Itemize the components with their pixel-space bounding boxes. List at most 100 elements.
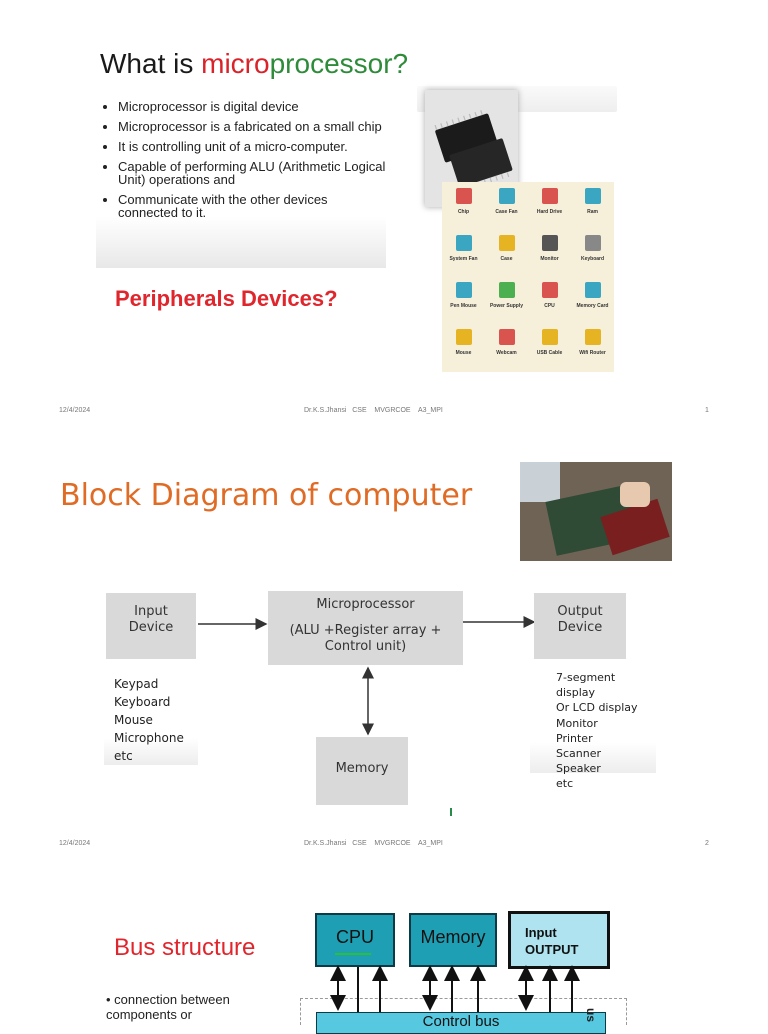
list-item: Or LCD display	[556, 701, 638, 715]
input-output-box: Input OUTPUT	[508, 911, 610, 969]
peripheral-cell: Memory Card	[571, 276, 614, 323]
output-device-box: Output Device	[534, 593, 626, 659]
io-input-label: Input	[525, 925, 557, 940]
footer-author: Dr.K.S.Jhansi CSE MVGRCOE A3_MPI	[304, 840, 443, 847]
input-device-label: Input Device	[128, 604, 174, 635]
slide1-title: What is microprocessor?	[100, 48, 408, 80]
bus-dashed-frame	[300, 998, 627, 1025]
peripheral-cell: Chip	[442, 182, 485, 229]
peripheral-label: Pen Mouse	[450, 303, 477, 309]
bullet-dot: •	[106, 992, 115, 1007]
webcam-icon	[498, 329, 515, 345]
input-device-box: Input Device	[106, 593, 196, 659]
list-item: Printer	[556, 731, 593, 745]
control-bus: Control bus	[316, 1012, 606, 1034]
bullet-item: Microprocessor is digital device	[118, 100, 386, 113]
io-output-label: OUTPUT	[525, 942, 579, 957]
peripheral-cell: Wifi Router	[571, 323, 614, 370]
peripheral-cell: Webcam	[485, 323, 528, 370]
list-item: Mouse	[114, 713, 153, 727]
peripheral-cell: CPU	[528, 276, 571, 323]
chip-photo	[425, 90, 518, 207]
peripheral-label: System Fan	[449, 256, 478, 262]
peripherals-heading: Peripherals Devices?	[115, 286, 338, 311]
peripheral-cell: Mouse	[442, 323, 485, 370]
side-label: us	[584, 1008, 598, 1023]
block-diagram-arrows	[198, 616, 536, 816]
footer-page-number: 1	[705, 407, 709, 414]
peripheral-label: Case Fan	[495, 209, 518, 215]
peripheral-label: Webcam	[496, 350, 517, 356]
chip-icon	[455, 188, 472, 204]
peripheral-cell: Keyboard	[571, 229, 614, 276]
microprocessor-label: Microprocessor	[316, 597, 415, 612]
monitor-icon	[541, 235, 558, 251]
mouse-icon	[455, 329, 472, 345]
peripheral-cell: Monitor	[528, 229, 571, 276]
system-fan-icon	[455, 235, 472, 251]
lab-photo	[520, 462, 672, 561]
list-item: Speaker	[556, 762, 601, 776]
keyboard-icon	[584, 235, 601, 251]
hard-drive-icon	[541, 188, 558, 204]
bullet-item: Microprocessor is a fabricated on a smal…	[118, 120, 386, 133]
list-item: Keypad	[114, 677, 159, 691]
peripheral-cell: Hard Drive	[528, 182, 571, 229]
bullet-item: Capable of performing ALU (Arithmetic Lo…	[118, 160, 386, 186]
output-devices-list: 7-segment display Or LCD display Monitor…	[530, 670, 656, 790]
power-supply-icon	[498, 282, 515, 298]
bus-bullet-text: connection between components or	[106, 992, 230, 1022]
list-item: etc	[556, 777, 574, 791]
memory-label: Memory	[420, 927, 486, 947]
list-item: 7-segment display	[556, 671, 616, 700]
output-device-label: Output Device	[557, 604, 603, 635]
peripheral-cell: Case Fan	[485, 182, 528, 229]
peripheral-label: Mouse	[455, 350, 472, 356]
peripheral-label: Power Supply	[489, 303, 524, 309]
footer-date: 12/4/2024	[59, 840, 91, 847]
title-micro: micro	[201, 48, 270, 79]
peripheral-label: Monitor	[540, 256, 559, 262]
peripheral-cell: Pen Mouse	[442, 276, 485, 323]
list-item: Microphone	[114, 731, 184, 745]
control-bus-label: Control bus	[422, 1013, 500, 1030]
peripheral-label: Chip	[457, 209, 470, 215]
footer-author: Dr.K.S.Jhansi CSE MVGRCOE A3_MPI	[304, 407, 443, 414]
title-processor: processor?	[269, 48, 409, 79]
cpu-label: CPU	[335, 927, 374, 947]
list-item: Keyboard	[114, 695, 171, 709]
case-fan-icon	[498, 188, 515, 204]
slide2-title: Block Diagram of computer	[60, 478, 473, 513]
peripheral-cell: Power Supply	[485, 276, 528, 323]
memory-box: Memory	[316, 737, 408, 805]
peripheral-label: Memory Card	[576, 303, 609, 309]
footer-date: 12/4/2024	[59, 407, 91, 414]
peripheral-label: Case	[500, 256, 513, 262]
bullet-item: Communicate with the other devices conne…	[118, 193, 386, 219]
pen-mouse-icon	[455, 282, 472, 298]
microprocessor-bullets: Microprocessor is digital device Micropr…	[96, 96, 386, 268]
memory-box: Memory	[409, 913, 497, 967]
bus-bullet: • connection between components or	[106, 992, 276, 1022]
list-item: Scanner	[556, 747, 602, 761]
wifi-router-icon	[584, 329, 601, 345]
memory-card-icon	[584, 282, 601, 298]
peripheral-label: Hard Drive	[536, 209, 563, 215]
microprocessor-box: Microprocessor (ALU +Register array + Co…	[268, 591, 463, 665]
usb-cable-icon	[541, 329, 558, 345]
peripheral-cell: Ram	[571, 182, 614, 229]
peripheral-cell: System Fan	[442, 229, 485, 276]
slide3-title: Bus structure	[114, 934, 256, 961]
case-icon	[498, 235, 515, 251]
bullet-item: It is controlling unit of a micro-comput…	[118, 140, 386, 153]
io-labels: Input OUTPUT	[511, 914, 607, 958]
peripheral-cell: Case	[485, 229, 528, 276]
cpu-underline	[335, 953, 371, 955]
list-item: etc	[114, 749, 133, 763]
footer-page-number: 2	[705, 840, 709, 847]
peripheral-label: Wifi Router	[579, 350, 606, 356]
list-item: Monitor	[556, 716, 598, 730]
peripheral-label: CPU	[544, 303, 555, 309]
input-devices-list: Keypad Keyboard Mouse Microphone etc	[104, 675, 198, 765]
